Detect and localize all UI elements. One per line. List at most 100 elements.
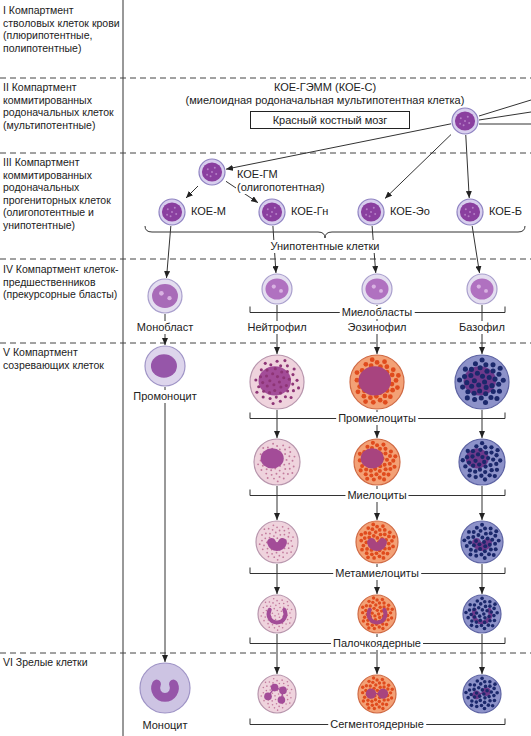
granule: [263, 607, 265, 609]
granule: [378, 469, 382, 473]
nucleus-spot: [270, 215, 272, 217]
granule: [373, 627, 376, 630]
cell-nucleus: [261, 448, 284, 468]
cell-body: [358, 595, 396, 633]
granule: [260, 453, 262, 455]
cell-body: [254, 439, 300, 485]
granule: [392, 465, 396, 469]
granule: [283, 478, 285, 480]
granule: [365, 445, 369, 449]
lineage-arrow: [482, 634, 483, 674]
cell-node: [249, 354, 305, 410]
granule: [279, 386, 282, 389]
nucleus-spot: [460, 117, 462, 119]
granule: [278, 706, 280, 708]
granule: [279, 603, 281, 605]
granule: [466, 449, 470, 453]
granule: [490, 362, 495, 367]
granule: [363, 616, 366, 619]
granule: [366, 526, 370, 530]
granule: [366, 555, 370, 559]
granule: [270, 606, 272, 608]
granule: [487, 552, 491, 556]
cell-body: [461, 521, 503, 563]
granule: [470, 699, 474, 703]
nucleus-spot: [215, 173, 217, 175]
granule: [483, 527, 487, 531]
granule: [367, 626, 370, 629]
cell-illustration: [147, 278, 183, 314]
granule: [382, 477, 386, 481]
cell-illustration: [451, 107, 479, 135]
granule: [482, 692, 486, 696]
granule: [288, 463, 290, 465]
nucleus-spot: [373, 207, 375, 209]
cell-label: Монобласт: [136, 321, 194, 334]
granule: [291, 373, 294, 376]
granule: [471, 535, 475, 539]
granule: [483, 400, 488, 405]
granule: [266, 384, 269, 387]
granule: [288, 378, 291, 381]
granule: [361, 606, 364, 609]
granule: [376, 609, 379, 612]
granule: [291, 472, 293, 474]
granule: [489, 527, 493, 531]
granule: [381, 702, 384, 705]
nucleolus: [484, 289, 488, 293]
cell-node: [458, 438, 506, 486]
cell-illustration: [349, 354, 405, 410]
granule: [383, 394, 388, 399]
granule: [467, 530, 471, 534]
granule: [462, 374, 467, 379]
granule: [480, 358, 485, 363]
granule: [382, 359, 387, 364]
cell-illustration: [257, 594, 297, 634]
lineage-arrow: [482, 410, 483, 438]
granule: [483, 600, 487, 604]
granule: [267, 548, 269, 550]
granule: [493, 699, 497, 703]
cell-node: КОЕ-Б: [456, 198, 484, 226]
granule: [263, 612, 265, 614]
granule: [483, 477, 487, 481]
cell-illustration: [462, 594, 502, 634]
granule: [361, 691, 364, 694]
granule: [494, 453, 498, 457]
cell-node: [454, 354, 510, 410]
granule: [266, 369, 269, 372]
granule: [370, 611, 373, 614]
granule: [493, 534, 497, 538]
granule: [267, 703, 269, 705]
cell-granules: [461, 441, 503, 482]
granule: [360, 548, 364, 552]
cell-nucleus: [259, 366, 291, 395]
granule: [473, 683, 477, 687]
cell-illustration: [361, 273, 393, 305]
cell-node: Монобласт: [147, 278, 183, 314]
compartment-divider: [0, 153, 531, 154]
granule: [381, 627, 384, 630]
cell-nucleus: [202, 162, 222, 181]
granule: [381, 443, 385, 447]
granule: [484, 532, 488, 536]
granule: [483, 707, 487, 711]
granule: [267, 623, 269, 625]
granule: [495, 468, 499, 472]
cell-node: [255, 520, 299, 564]
nucleus-spot: [271, 211, 273, 213]
lineage-arrow: [482, 564, 483, 594]
granule: [374, 698, 377, 701]
granule: [483, 362, 488, 367]
cell-nucleus: [162, 202, 182, 221]
cell-node: [349, 354, 405, 410]
group-label: Промиелоциты: [336, 412, 418, 425]
granule: [266, 468, 268, 470]
granule: [496, 382, 501, 387]
granule: [269, 601, 271, 603]
granule: [279, 400, 282, 403]
granule: [475, 371, 480, 376]
cell-node: КОЕ-М: [158, 198, 186, 226]
granule: [384, 467, 388, 471]
granule: [476, 452, 480, 456]
